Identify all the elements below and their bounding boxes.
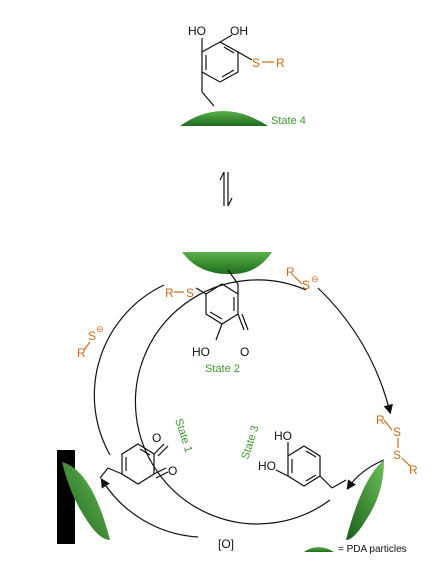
- thiolate-left: S ⊖ R: [77, 324, 104, 360]
- state4-oh-label: OH: [230, 24, 248, 38]
- cycle-arrow-to-state1: [100, 477, 199, 538]
- arrow-to-state3: [346, 459, 385, 490]
- state1-molecule: O O: [99, 431, 177, 485]
- thiolate-right-s: S: [302, 278, 310, 292]
- state3-ring: [287, 445, 321, 487]
- state4-molecule: HO OH S R: [188, 24, 285, 107]
- state1-pda-particle: [62, 462, 110, 540]
- thiolate-left-s: S: [88, 329, 96, 343]
- oxidant-label: [O]: [218, 537, 234, 551]
- equilibrium-arrows: [219, 171, 233, 207]
- disulfide: R S S R: [376, 413, 418, 477]
- legend-pda-swatch: [304, 547, 334, 552]
- state2-ring: [205, 283, 239, 325]
- disulfide-r1: R: [376, 413, 385, 427]
- state4-r-label: R: [276, 56, 285, 70]
- disulfide-r2: R: [409, 463, 418, 477]
- arrow-to-disulfide: [317, 287, 393, 415]
- state2-pda-particle: [182, 252, 272, 275]
- state3-pda-particle: [346, 460, 384, 540]
- cycle-circle: [134, 279, 331, 525]
- legend-text: = PDA particles: [338, 544, 407, 555]
- thiolate-right: R S ⊖: [286, 265, 319, 292]
- state2-label: State 2: [205, 363, 240, 375]
- state3-label: State 3: [239, 424, 261, 461]
- state1-ring: [121, 443, 155, 485]
- thiolate-left-r: R: [77, 346, 86, 360]
- disulfide-s2: S: [393, 448, 401, 462]
- state2-s-label: S: [186, 286, 194, 300]
- cycle-arc-state1-state2: [93, 284, 165, 456]
- state3-ho-top: HO: [274, 429, 292, 443]
- thiolate-right-r: R: [286, 265, 295, 279]
- state3-ho-side: HO: [258, 459, 276, 473]
- state1-o-top: O: [152, 431, 161, 445]
- thiolate-left-minus: ⊖: [96, 324, 104, 334]
- state4-benzene-ring: [201, 41, 239, 83]
- state2-ho-label: HO: [192, 345, 210, 359]
- state2-r-label: R: [165, 286, 174, 300]
- state3-molecule: HO HO: [258, 429, 347, 489]
- thiolate-right-minus: ⊖: [311, 274, 319, 284]
- state1-o-side: O: [168, 464, 177, 478]
- state4-pda-particle: [180, 111, 268, 126]
- state2-molecule: S R HO O: [165, 269, 249, 359]
- state1-label: State 1: [172, 417, 194, 454]
- state2-o-label: O: [240, 345, 249, 359]
- state4-label: State 4: [271, 115, 306, 127]
- legend: = PDA particles: [304, 544, 407, 555]
- state4-s-label: S: [252, 56, 260, 70]
- state4-ho-label: HO: [188, 24, 206, 38]
- disulfide-s1: S: [393, 425, 401, 439]
